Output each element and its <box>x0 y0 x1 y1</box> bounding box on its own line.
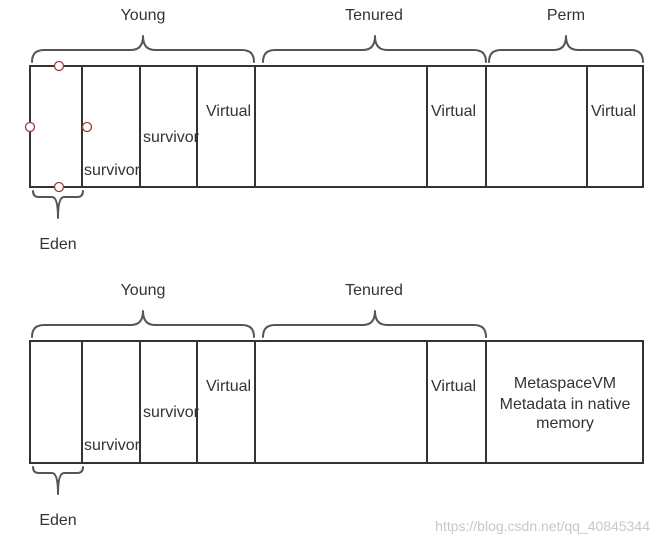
top-tenured-virtual-label: Virtual <box>431 103 476 120</box>
bottom-survivor-label-2: survivor <box>143 404 200 421</box>
top-tenured-virtual-cell <box>426 65 487 188</box>
metaspace-desc-line1: Metadata in native <box>500 396 631 413</box>
top-perm-virtual-cell <box>586 65 644 188</box>
top-resize-handle-right[interactable] <box>81 121 93 133</box>
bottom-survivor-cell-1 <box>81 340 141 464</box>
bottom-tenured-virtual-cell <box>426 340 487 464</box>
top-young-brace <box>31 35 255 63</box>
top-diagram: Young Tenured Perm survivor survivor Vir… <box>24 7 644 253</box>
top-resize-handle-bottom[interactable] <box>53 181 65 193</box>
bottom-young-virtual-label: Virtual <box>206 378 251 395</box>
bottom-eden-label: Eden <box>39 512 76 529</box>
bottom-metaspace-cell <box>485 340 644 464</box>
top-survivor-label-1: survivor <box>84 162 141 179</box>
top-eden-cell <box>29 65 83 188</box>
bottom-tenured-cell <box>254 340 428 464</box>
bottom-tenured-brace <box>262 310 487 338</box>
metaspace-desc-line2: memory <box>536 415 594 432</box>
top-perm-virtual-label: Virtual <box>591 103 636 120</box>
top-resize-handle-left[interactable] <box>24 121 36 133</box>
bottom-eden-cell <box>29 340 83 464</box>
top-perm-label: Perm <box>547 7 585 24</box>
top-tenured-cell <box>254 65 428 188</box>
top-tenured-brace <box>262 35 487 63</box>
bottom-young-virtual-cell <box>196 340 256 464</box>
top-young-label: Young <box>121 7 166 24</box>
top-young-virtual-label: Virtual <box>206 103 251 120</box>
top-young-virtual-cell <box>196 65 256 188</box>
bottom-diagram: Young Tenured survivor survivor Virtual … <box>29 282 644 529</box>
bottom-eden-brace <box>32 466 84 495</box>
metaspace-title: MetaspaceVM <box>514 375 616 392</box>
bottom-tenured-virtual-label: Virtual <box>431 378 476 395</box>
bottom-young-brace <box>31 310 255 338</box>
watermark-text: https://blog.csdn.net/qq_40845344 <box>435 518 650 534</box>
top-survivor-label-2: survivor <box>143 129 200 146</box>
bottom-young-label: Young <box>121 282 166 299</box>
bottom-survivor-cell-2 <box>139 340 198 464</box>
top-tenured-label: Tenured <box>345 7 403 24</box>
bottom-tenured-label: Tenured <box>345 282 403 299</box>
top-resize-handle-top[interactable] <box>53 60 65 72</box>
top-eden-label: Eden <box>39 236 76 253</box>
top-survivor-cell-2 <box>139 65 198 188</box>
top-perm-cell <box>485 65 588 188</box>
bottom-survivor-label-1: survivor <box>84 437 141 454</box>
top-perm-brace <box>488 35 644 63</box>
top-eden-brace <box>32 190 84 219</box>
